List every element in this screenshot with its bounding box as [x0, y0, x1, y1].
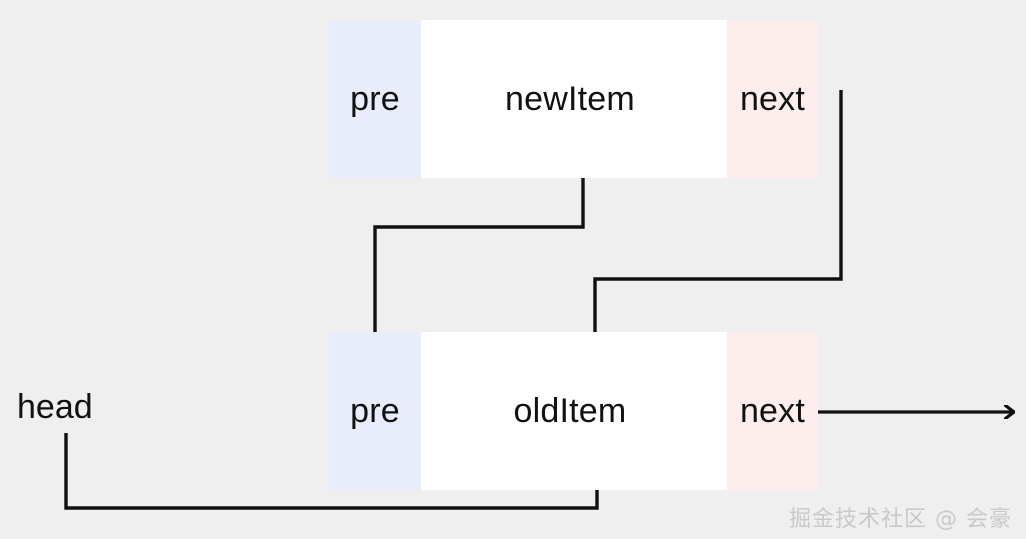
old-item-pre-label: pre [350, 392, 400, 430]
old-item-next-label: next [739, 392, 806, 430]
old-item-body-cell: oldItem [421, 332, 727, 490]
old-item-next-cell: next [727, 332, 818, 490]
head-label: head [17, 388, 93, 426]
old-item-body-label: oldItem [513, 392, 627, 430]
new-item-pre-cell: pre [329, 20, 421, 178]
new-item-body-cell: newItem [421, 20, 727, 178]
new-item-pre-label: pre [350, 80, 400, 118]
new-item-next-cell: next [727, 20, 818, 178]
node-new-item: pre newItem next [329, 20, 818, 178]
watermark: 掘金技术社区 @ 会豪 [789, 507, 1012, 532]
new-item-next-label: next [739, 80, 806, 118]
new-item-body-label: newItem [505, 80, 635, 118]
node-old-item: pre oldItem next [329, 332, 818, 490]
old-item-pre-cell: pre [329, 332, 421, 490]
